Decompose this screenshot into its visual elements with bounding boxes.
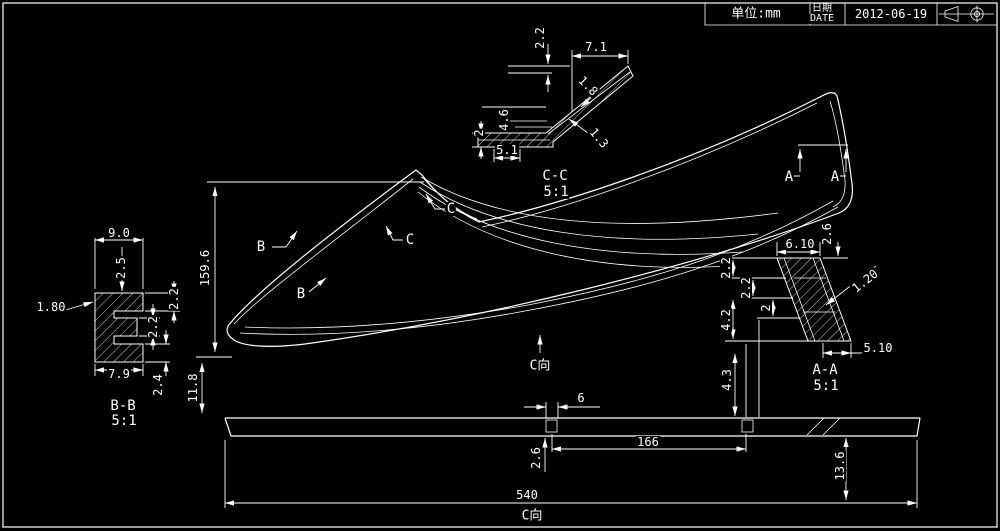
cc-scale: 5:1	[542, 184, 570, 200]
view-direction-label: C向	[528, 358, 552, 374]
section-label-c: C	[445, 201, 457, 217]
sole-outer-outline	[226, 92, 854, 347]
date-label-cn: 日期	[811, 3, 833, 14]
cc-dim-left-height: 4.6	[497, 108, 511, 132]
aa-dim-left-upper: 2.2	[719, 256, 733, 280]
bb-dim-arm-bottom: 2.4	[151, 373, 165, 397]
bottom-view-shape	[224, 417, 921, 437]
main-view-dimension-lines	[196, 144, 849, 413]
dim-toe-height: 11.8	[186, 372, 200, 404]
cc-dim-top-width: 7.1	[584, 40, 608, 54]
aa-scale: 5:1	[812, 378, 840, 394]
aa-dim-left-mid: 2.2	[739, 276, 753, 300]
bb-title: B-B	[109, 398, 137, 414]
cc-dim-arm-thickness: 2	[472, 128, 486, 138]
cc-title: C-C	[541, 168, 569, 184]
projection-symbol-icon	[939, 5, 994, 23]
section-label-a: A	[829, 169, 841, 185]
section-bb-shape	[94, 292, 144, 363]
bottom-dim-total-length: 540	[515, 488, 539, 502]
bb-dim-arm-top: 2.2	[167, 287, 181, 311]
section-label-b: B	[255, 239, 267, 255]
section-aa-shape	[776, 257, 852, 342]
date-label-en: DATE	[808, 13, 836, 24]
bb-scale: 5:1	[110, 413, 138, 429]
bb-dim-top-depth: 2.5	[114, 256, 128, 280]
bb-dim-wall: 1.80	[35, 300, 67, 314]
right-hole	[741, 419, 754, 433]
bottom-view-dimension-lines	[224, 320, 918, 508]
dim-total-height: 159.6	[198, 248, 212, 288]
aa-dim-bottom-offset: 5.10	[862, 341, 894, 355]
bottom-view-title: C向	[520, 508, 544, 524]
bb-dim-bottom-width: 7.9	[107, 367, 131, 381]
bb-dim-top-width: 9.0	[107, 226, 131, 240]
left-hole	[545, 419, 558, 433]
aa-dim-left-lower: 4.2	[719, 308, 733, 332]
date-value: 2012-06-19	[853, 7, 929, 21]
bottom-dim-hole-spacing: 166	[636, 435, 660, 449]
aa-dim-top-right: 2.6	[820, 222, 834, 246]
unit-label: 单位:mm	[730, 6, 782, 22]
bb-dim-arm-mid: 2.2	[146, 315, 160, 339]
section-label-a: A	[783, 169, 795, 185]
aa-dim-inner: 2	[759, 303, 773, 313]
aa-dim-top-width: 6.10	[784, 237, 816, 251]
section-cc-shape	[477, 65, 634, 148]
bottom-dim-thickness: 2.6	[529, 446, 543, 470]
bottom-dim-heel-height: 13.6	[833, 450, 847, 482]
aa-title: A-A	[811, 362, 839, 378]
cc-dim-tip: 2.2	[533, 26, 547, 50]
section-label-c: C	[404, 232, 416, 248]
bottom-dim-hole-size: 6	[576, 391, 586, 405]
section-label-b: B	[295, 286, 307, 302]
cc-dim-bottom-width: 5.1	[495, 143, 519, 157]
bottom-dim-hole-offset: 4.3	[720, 368, 734, 392]
